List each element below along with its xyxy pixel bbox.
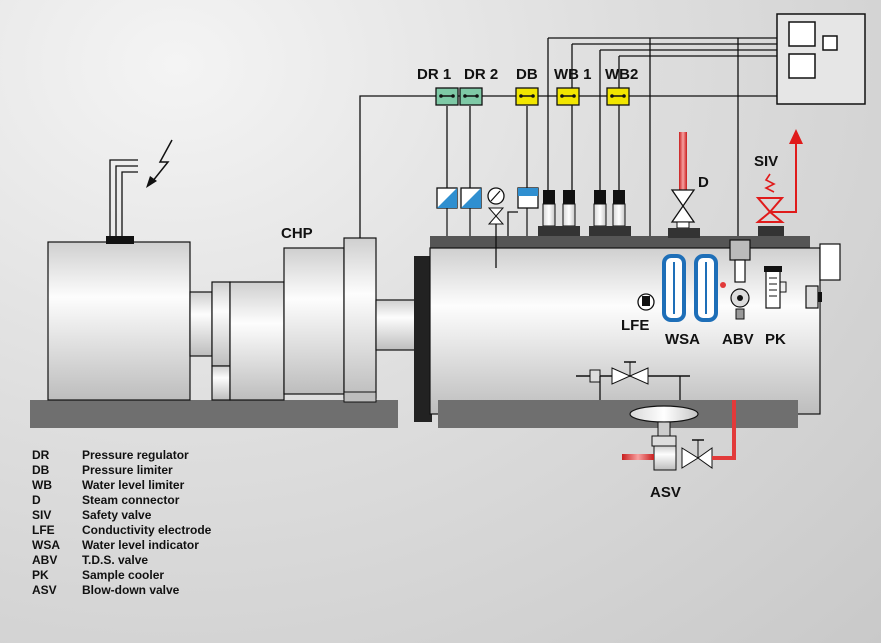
water-level-indicators bbox=[662, 254, 726, 322]
db-device bbox=[515, 87, 539, 106]
control-cabinet bbox=[776, 13, 866, 105]
legend-abbr: WB bbox=[32, 478, 52, 492]
label-asv: ASV bbox=[650, 484, 681, 501]
level-electrodes bbox=[538, 190, 631, 236]
label-abv: ABV bbox=[722, 331, 754, 348]
signal-wiring bbox=[359, 37, 777, 300]
wb2-device bbox=[606, 87, 630, 106]
legend-text: Blow-down valve bbox=[82, 583, 180, 597]
legend-text: Water level indicator bbox=[82, 538, 199, 552]
legend-abbr: ABV bbox=[32, 553, 58, 567]
burner-chp bbox=[283, 237, 432, 422]
legend-abbr: D bbox=[32, 493, 41, 507]
dr2-device bbox=[459, 87, 483, 106]
pressure-sensors bbox=[436, 187, 539, 268]
legend-abbr: ASV bbox=[32, 583, 57, 597]
label-dr2: DR 2 bbox=[464, 66, 498, 83]
legend-row: ABV T.D.S. valve bbox=[32, 553, 211, 568]
legend-abbr: WSA bbox=[32, 538, 60, 552]
label-lfe: LFE bbox=[621, 317, 649, 334]
legend-text: Safety valve bbox=[82, 508, 152, 522]
tds-valve bbox=[729, 239, 751, 320]
conductivity-electrode bbox=[637, 293, 655, 311]
legend-text: Water level limiter bbox=[82, 478, 185, 492]
feed-pipework bbox=[576, 361, 690, 400]
blow-down-valve bbox=[622, 400, 736, 471]
wb1-device bbox=[556, 87, 580, 106]
legend-text: Conductivity electrode bbox=[82, 523, 212, 537]
steam-connector bbox=[668, 132, 700, 238]
legend-row: LFE Conductivity electrode bbox=[32, 523, 211, 538]
legend-text: Sample cooler bbox=[82, 568, 165, 582]
label-d: D bbox=[698, 174, 709, 191]
legend-text: T.D.S. valve bbox=[82, 553, 149, 567]
boiler-shell bbox=[429, 236, 841, 428]
label-chp: CHP bbox=[281, 225, 313, 242]
legend-row: PK Sample cooler bbox=[32, 568, 211, 583]
legend-abbr: PK bbox=[32, 568, 49, 582]
legend-abbr: DR bbox=[32, 448, 50, 462]
legend-abbr: DB bbox=[32, 463, 50, 477]
legend-row: WB Water level limiter bbox=[32, 478, 211, 493]
label-dr1: DR 1 bbox=[417, 66, 451, 83]
legend-row: DB Pressure limiter bbox=[32, 463, 211, 478]
legend-text: Pressure regulator bbox=[82, 448, 189, 462]
label-db: DB bbox=[516, 66, 538, 83]
dr1-device bbox=[435, 87, 459, 106]
legend-row: SIV Safety valve bbox=[32, 508, 211, 523]
label-siv: SIV bbox=[754, 153, 778, 170]
legend-abbr: LFE bbox=[32, 523, 55, 537]
legend-row: WSA Water level indicator bbox=[32, 538, 211, 553]
label-pk: PK bbox=[765, 331, 786, 348]
legend-row: DR Pressure regulator bbox=[32, 448, 211, 463]
legend-abbr: SIV bbox=[32, 508, 52, 522]
motor bbox=[30, 139, 398, 428]
legend-text: Steam connector bbox=[82, 493, 180, 507]
label-wb2: WB2 bbox=[605, 66, 638, 83]
sample-cooler bbox=[764, 266, 787, 309]
legend-text: Pressure limiter bbox=[82, 463, 173, 477]
legend-row: ASV Blow-down valve bbox=[32, 583, 211, 598]
label-wsa: WSA bbox=[665, 331, 700, 348]
legend-row: D Steam connector bbox=[32, 493, 211, 508]
safety-valve bbox=[755, 129, 803, 236]
label-wb1: WB 1 bbox=[554, 66, 592, 83]
